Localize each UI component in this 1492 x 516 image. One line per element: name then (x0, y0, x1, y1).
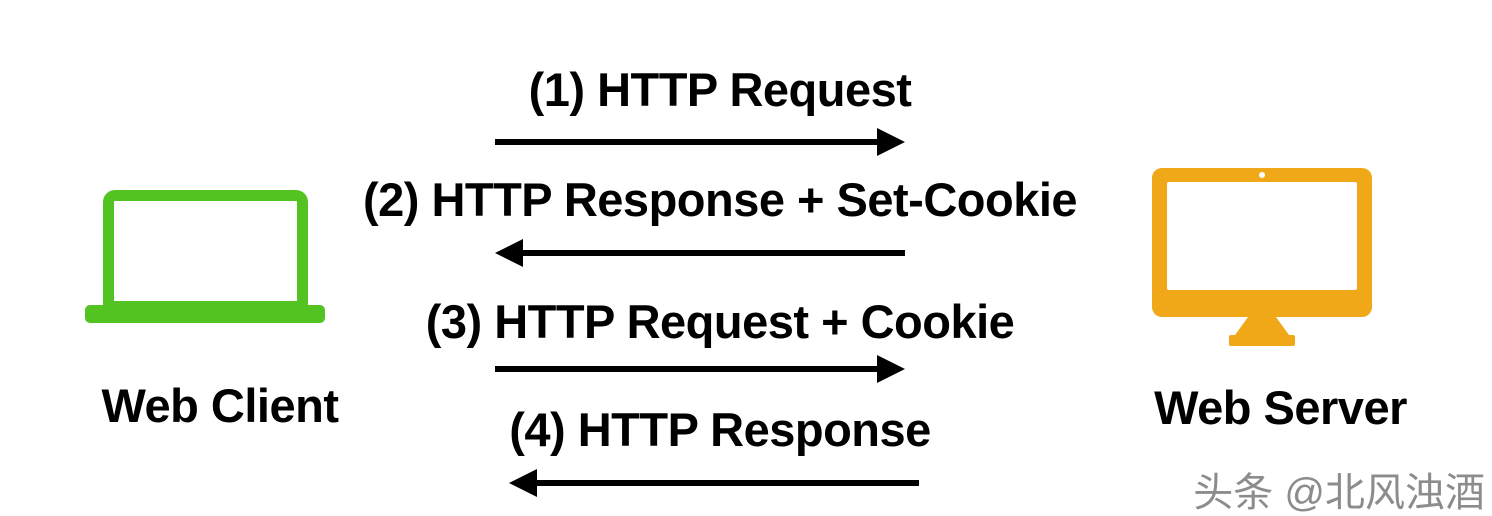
message-sequence: (1) HTTP Request (2) HTTP Response + Set… (330, 0, 1110, 516)
monitor-screen (1167, 182, 1357, 290)
laptop-base (85, 305, 325, 323)
monitor-icon (1152, 168, 1372, 348)
message-1-arrow (495, 128, 905, 156)
message-2-label: (2) HTTP Response + Set-Cookie (362, 173, 1078, 226)
laptop-screen (103, 190, 308, 312)
monitor-camera-dot (1259, 172, 1265, 178)
message-4-label: (4) HTTP Response (509, 403, 931, 456)
laptop-icon (85, 190, 325, 323)
message-2-arrow (495, 239, 905, 267)
message-3-arrow (495, 355, 905, 383)
message-4-arrow (509, 469, 919, 497)
client-label: Web Client (101, 379, 339, 432)
monitor-stand (1234, 316, 1290, 336)
watermark: 头条 @北风浊酒 (1193, 471, 1485, 515)
server-label: Web Server (1154, 381, 1407, 434)
message-3-label: (3) HTTP Request + Cookie (425, 295, 1015, 348)
monitor-foot (1229, 335, 1295, 346)
message-1-label: (1) HTTP Request (528, 63, 912, 116)
